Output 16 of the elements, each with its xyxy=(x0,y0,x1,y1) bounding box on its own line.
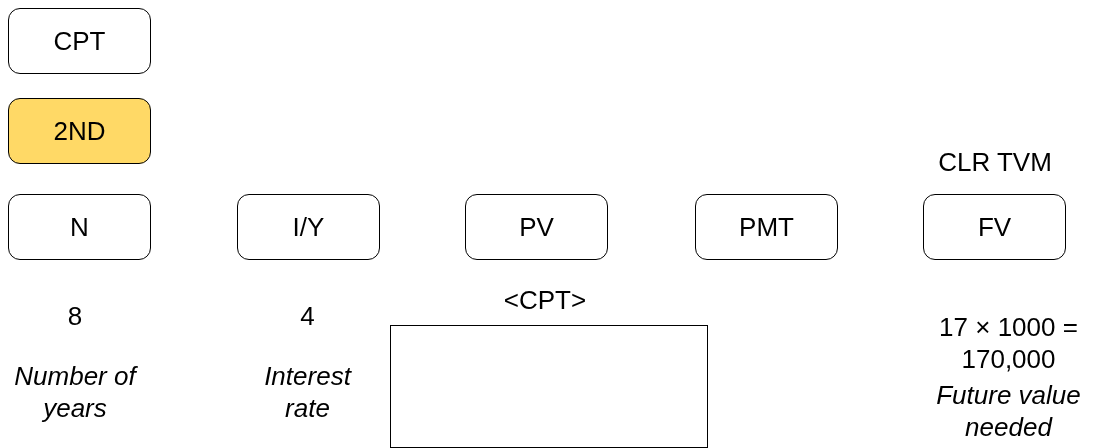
calculator-key: PV xyxy=(465,194,608,260)
calculator-key: CPT xyxy=(8,8,151,74)
calculator-key: PMT xyxy=(695,194,838,260)
calculator-key: I/Y xyxy=(237,194,380,260)
empty-box xyxy=(390,325,708,448)
calculator-key: 2ND xyxy=(8,98,151,164)
description-label: Number of years xyxy=(13,360,139,424)
description-label: Interest rate xyxy=(263,360,353,424)
function-label: CLR TVM xyxy=(937,146,1053,178)
number-label: 4 xyxy=(299,300,316,332)
number-label: 8 xyxy=(66,300,84,332)
calculator-key: N xyxy=(8,194,151,260)
calculator-key: FV xyxy=(923,194,1066,260)
description-label: Future value needed xyxy=(935,379,1082,443)
formula-label: 17 × 1000 = 170,000 xyxy=(938,311,1079,375)
compute-label: <CPT> xyxy=(502,284,588,316)
